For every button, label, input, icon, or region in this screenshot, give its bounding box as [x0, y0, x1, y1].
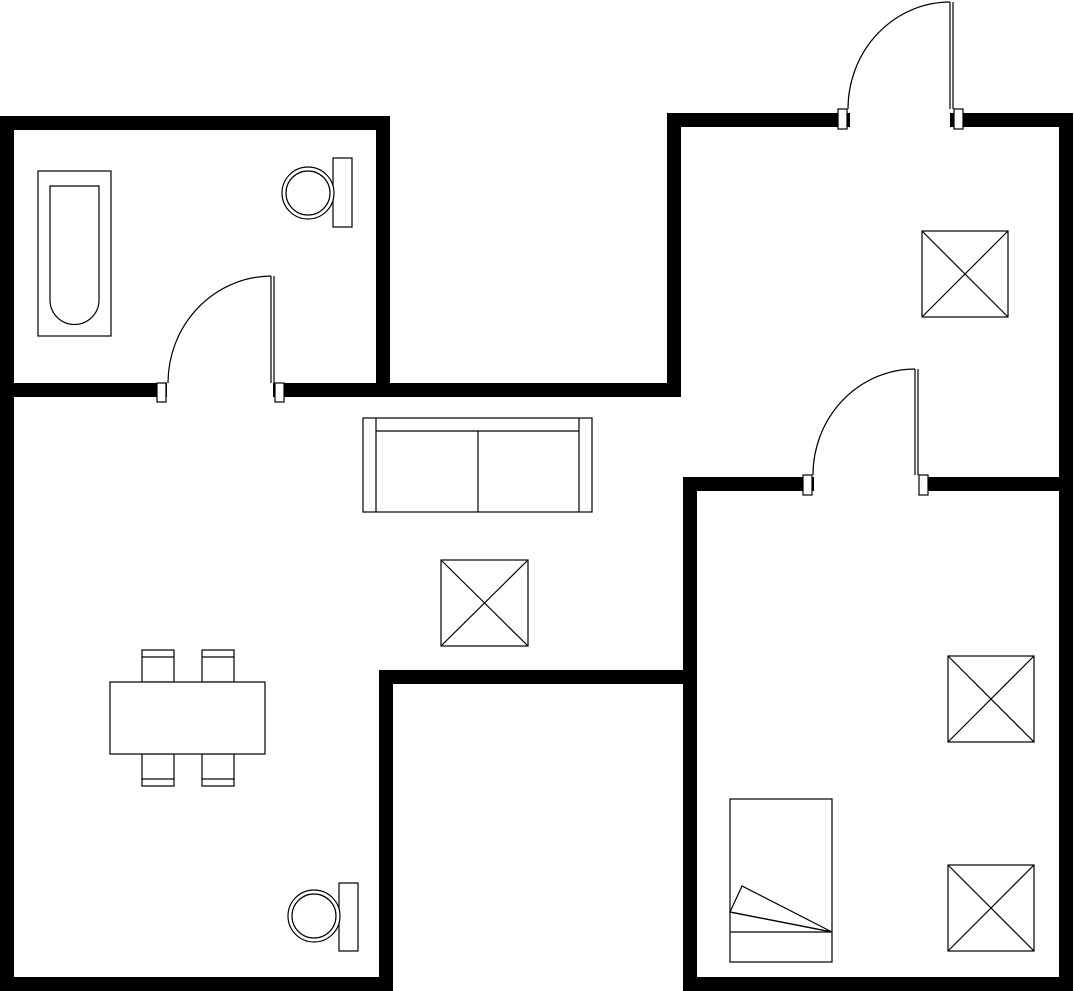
door-jamb — [953, 108, 964, 130]
bed-icon — [729, 798, 833, 963]
dining-table-icon — [109, 681, 266, 755]
wall-upper-right — [921, 113, 1073, 491]
toilet-icon — [287, 882, 359, 952]
toilet-icon — [281, 157, 353, 228]
chair-icon — [201, 753, 235, 787]
door-bedroom[interactable] — [802, 368, 929, 496]
door-bathroom[interactable] — [156, 275, 285, 403]
dining-set — [109, 649, 266, 787]
door-swing-arc — [847, 1, 951, 110]
ceiling-light-icon — [440, 559, 529, 647]
door-swing-arc — [812, 368, 916, 476]
door-jamb — [837, 108, 848, 130]
door-jamb — [802, 474, 813, 496]
walls — [0, 113, 1073, 991]
ceiling-light-icon — [947, 655, 1035, 743]
ceiling-light-icon — [947, 864, 1035, 952]
door-jamb — [274, 382, 285, 403]
wall-outer-left — [0, 116, 697, 991]
sofa-icon — [362, 417, 593, 513]
chair-icon — [141, 649, 175, 683]
ceiling-light-icon — [921, 230, 1009, 318]
chair-icon — [141, 753, 175, 787]
door-swing-arc — [167, 275, 272, 384]
door-jamb — [156, 382, 167, 403]
door-jamb — [918, 474, 929, 496]
chair-icon — [201, 649, 235, 683]
door-upper-right[interactable] — [837, 1, 964, 130]
wall-bedroom — [683, 477, 1073, 991]
bathtub-icon — [37, 170, 112, 337]
wall-bathroom-top-right — [0, 113, 850, 397]
